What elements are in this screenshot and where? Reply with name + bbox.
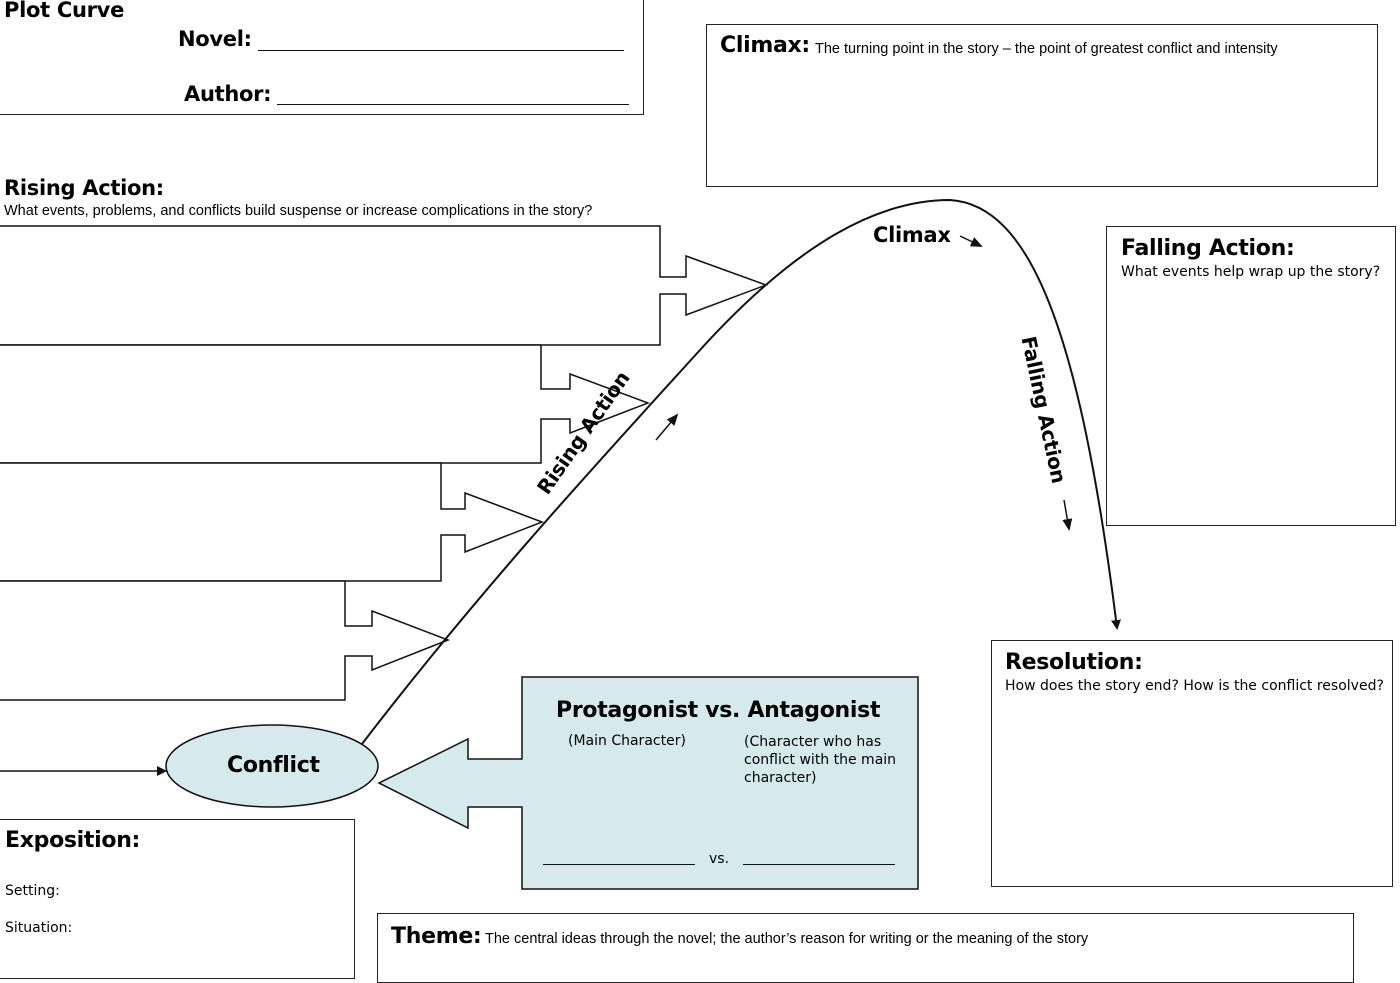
conflict-ellipse xyxy=(165,724,379,808)
theme-box[interactable]: Theme: The central ideas through the nov… xyxy=(377,913,1354,983)
vs-label: vs. xyxy=(709,851,730,867)
rising-action-description: What events, problems, and conflicts bui… xyxy=(4,203,593,219)
conflict-label: Conflict xyxy=(227,753,320,778)
protagonist-hint: (Main Character) xyxy=(568,733,686,749)
exposition-box[interactable]: Exposition: Setting: Situation: xyxy=(0,819,355,979)
resolution-description: How does the story end? How is the confl… xyxy=(1005,678,1384,694)
protagonist-input[interactable] xyxy=(543,850,695,865)
situation-label: Situation: xyxy=(5,920,73,936)
falling-action-box[interactable]: Falling Action: What events help wrap up… xyxy=(1106,226,1396,526)
theme-description: The central ideas through the novel; the… xyxy=(485,931,1089,947)
antagonist-input[interactable] xyxy=(743,850,895,865)
author-label: Author: xyxy=(184,82,272,106)
page-title: Plot Curve xyxy=(4,0,125,22)
exposition-heading: Exposition: xyxy=(5,828,141,853)
rising-action-heading: Rising Action: xyxy=(4,176,164,200)
resolution-heading: Resolution: xyxy=(1005,650,1143,675)
rising-arrow-icon xyxy=(655,413,679,441)
rising-event-box-4[interactable] xyxy=(0,580,451,701)
rising-event-box-3[interactable] xyxy=(0,462,545,582)
falling-action-heading: Falling Action: xyxy=(1121,236,1295,261)
header-box xyxy=(0,0,644,115)
antagonist-hint: (Character who has conflict with the mai… xyxy=(744,734,897,786)
climax-heading: Climax: xyxy=(720,33,810,58)
climax-description: The turning point in the story – the poi… xyxy=(815,41,1278,57)
protagonist-arrow-shape xyxy=(377,676,919,890)
falling-arrow-icon xyxy=(1062,499,1073,531)
resolution-box[interactable]: Resolution: How does the story end? How … xyxy=(991,640,1393,887)
plot-curve xyxy=(361,198,1121,745)
climax-curve-label: Climax xyxy=(873,223,951,247)
protagonist-heading: Protagonist vs. Antagonist xyxy=(556,698,881,723)
setting-label: Setting: xyxy=(5,883,60,899)
novel-input[interactable] xyxy=(258,30,624,51)
novel-label: Novel: xyxy=(178,27,252,51)
theme-heading: Theme: xyxy=(391,924,482,949)
rising-event-box-1[interactable] xyxy=(0,225,769,346)
climax-box[interactable]: Climax: The turning point in the story –… xyxy=(706,24,1378,187)
climax-arrow-icon xyxy=(959,235,983,247)
author-input[interactable] xyxy=(277,84,629,105)
rising-event-box-2[interactable] xyxy=(0,344,651,464)
falling-action-description: What events help wrap up the story? xyxy=(1121,264,1381,280)
